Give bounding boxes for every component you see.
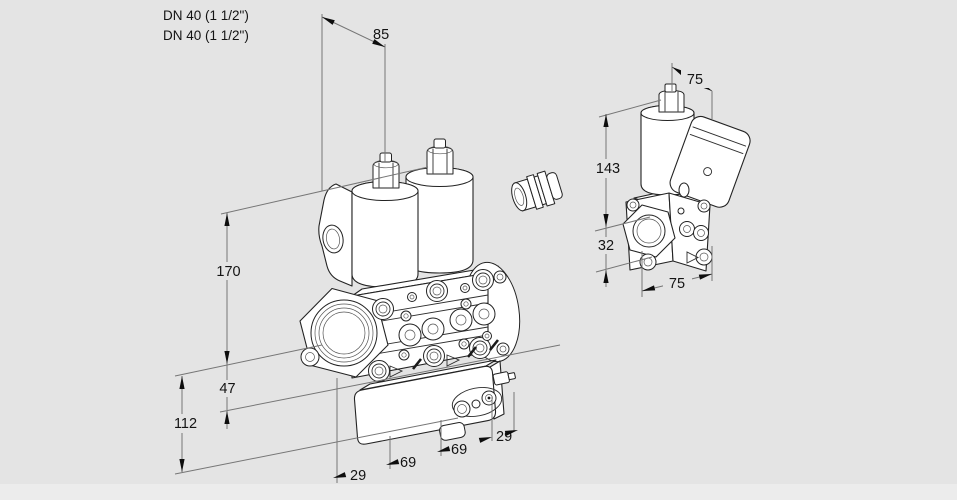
dim-69-left-label: 69: [400, 455, 416, 471]
main-valve-illustration: [299, 138, 521, 445]
dim-112-label: 112: [174, 416, 197, 432]
coil-rear-adjuster: [433, 138, 446, 149]
side-valve-body: [622, 192, 713, 272]
side-view-dimensions: 75 143 32 75: [590, 63, 713, 297]
coil-front-adjuster: [379, 152, 392, 163]
cable-gland-part: [511, 170, 563, 212]
footer-strip: [0, 484, 957, 500]
dim-75-top-label: 75: [687, 72, 703, 88]
main-view-dimensions: 85 170 47 112: [163, 8, 561, 484]
mounting-bracket: [318, 183, 353, 287]
solenoid-coil-rear: [405, 138, 474, 274]
side-coil-cap: [658, 90, 685, 113]
dim-32: 32: [593, 227, 653, 287]
solenoid-coil-front: [351, 152, 419, 288]
dim-170: 170: [212, 213, 245, 364]
dim-47: 47: [213, 364, 242, 429]
flow-direction-marks: [389, 339, 500, 378]
dim-112: 112: [166, 376, 205, 472]
dim-chain-bottom: 29 69 69 29: [333, 378, 518, 484]
dim-143-label: 143: [596, 161, 620, 177]
inlet-port: [299, 287, 389, 378]
dim-75-top: 75: [671, 63, 713, 119]
port-size-label-bottom: DN 40 (1 1/2"): [163, 28, 249, 43]
side-valve-illustration: [622, 83, 751, 272]
cable-entry: [678, 182, 690, 198]
dim-47-label: 47: [219, 381, 235, 397]
dim-170-label: 170: [216, 264, 240, 280]
valve-body: [299, 261, 521, 382]
side-valve-cover-flap: [669, 115, 751, 208]
dim-75-bottom: 75: [641, 246, 713, 297]
pressure-test-points: [398, 283, 496, 361]
port-size-label-top: DN 40 (1 1/2"): [163, 8, 249, 23]
dim-32-label: 32: [598, 238, 614, 254]
dim-143: 143: [590, 99, 662, 232]
dim-29-left-label: 29: [350, 468, 366, 484]
dim-85-label: 85: [373, 27, 389, 43]
flange-bolts: [300, 269, 494, 382]
indicator-lamp: [471, 399, 481, 409]
box-bottom-tab: [439, 422, 466, 441]
vent-nipple: [492, 371, 516, 386]
junction-box: [353, 359, 516, 445]
dim-75-bottom-label: 75: [669, 276, 685, 292]
side-coil-adjuster: [664, 83, 677, 93]
coil-rear-cap: [426, 146, 454, 175]
dim-85: 85: [321, 14, 389, 191]
indicator-lamp: [453, 400, 471, 418]
dim-69-right-label: 69: [451, 442, 467, 458]
side-flow-direction-mark: [686, 251, 700, 264]
